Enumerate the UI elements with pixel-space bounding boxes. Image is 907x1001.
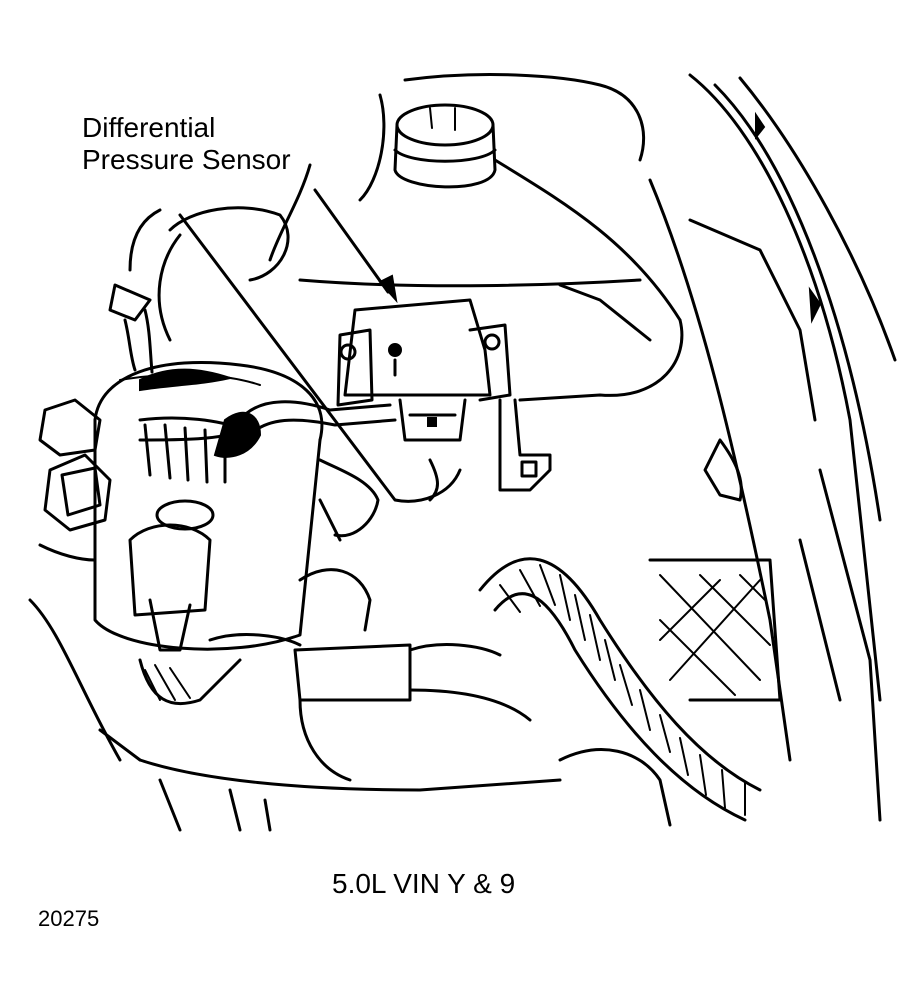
figure-number: 20275 <box>38 906 100 931</box>
callout-label: Differential Pressure Sensor <box>82 112 291 176</box>
bulkhead <box>268 73 646 262</box>
lower-manifold <box>98 568 672 832</box>
throttle-body <box>93 361 380 652</box>
radiator-hose <box>478 557 762 822</box>
callout-line-1: Differential <box>82 112 216 143</box>
radiator-grille <box>648 558 782 702</box>
fender-panel <box>648 73 897 822</box>
callout-line-2: Pressure Sensor <box>82 144 291 175</box>
reservoir-tank <box>157 158 684 503</box>
reservoir-cap <box>393 103 497 189</box>
figure-caption: 5.0L VIN Y & 9 <box>332 868 516 899</box>
pressure-sensor <box>336 298 552 492</box>
left-fittings <box>28 398 122 762</box>
callout-leader <box>313 188 398 304</box>
